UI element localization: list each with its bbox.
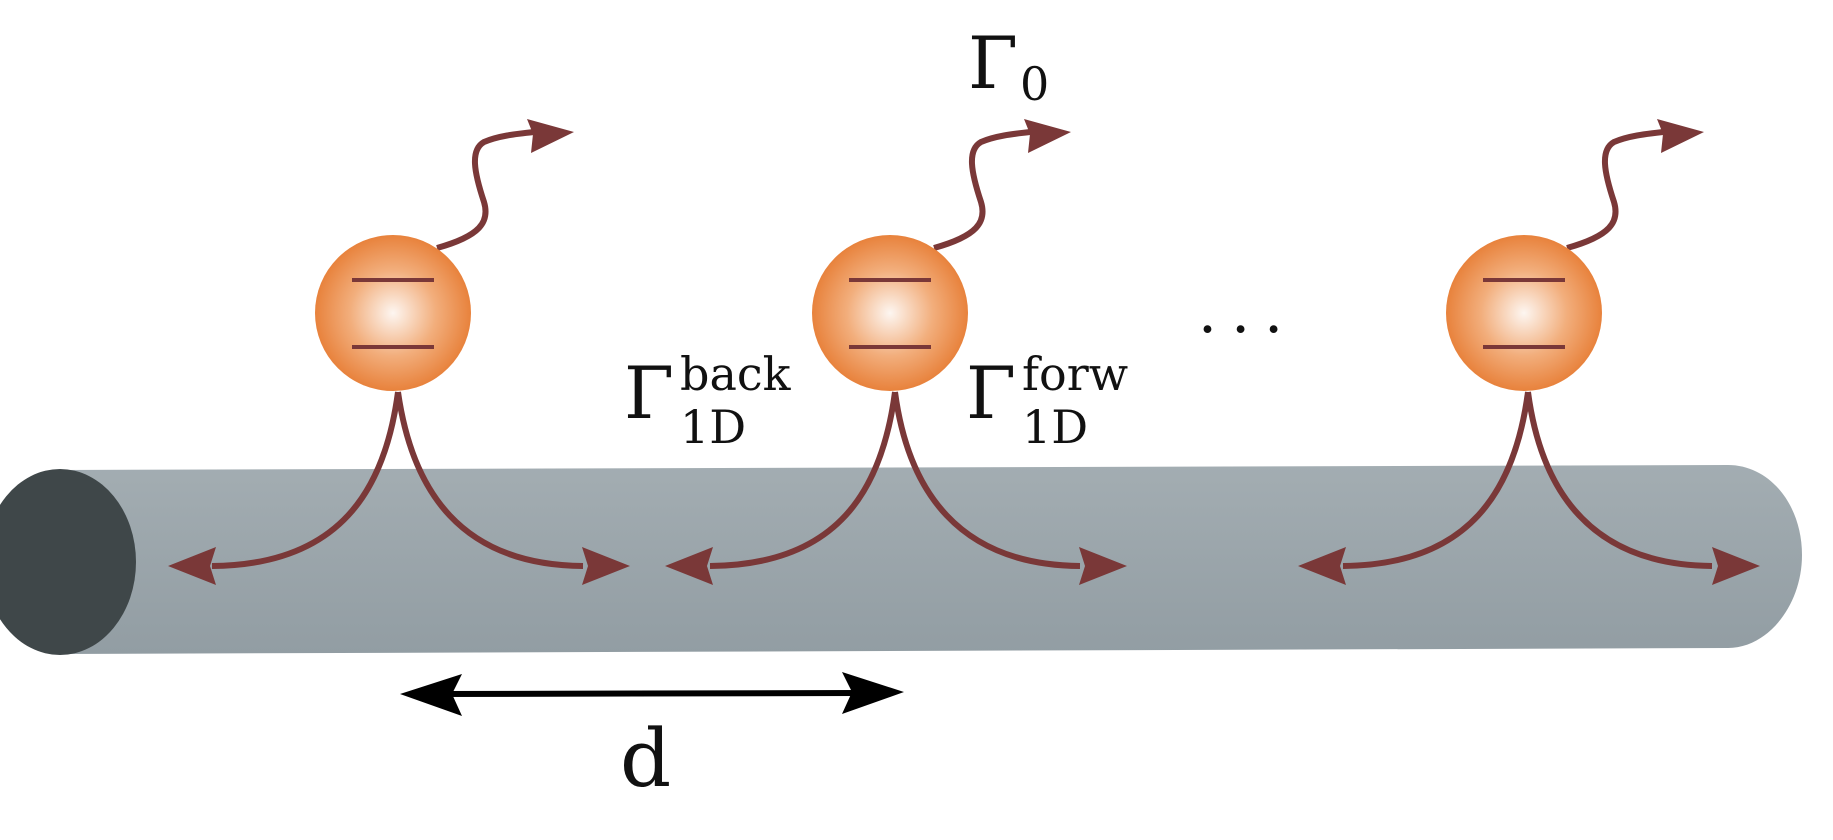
gamma-back-superscript: back <box>680 347 792 401</box>
label-gamma0: Γ 0 <box>968 21 1049 111</box>
label-gamma-forw: Γ forw 1D <box>966 347 1128 454</box>
waveguide <box>0 465 1802 655</box>
gamma-forw-superscript: forw <box>1022 347 1128 401</box>
emission-arrowhead-icon <box>1024 119 1071 153</box>
spacing-arrow <box>400 672 904 716</box>
emission-arrowhead-icon <box>1657 119 1704 153</box>
atom-2 <box>665 119 1127 585</box>
arrowhead-left-icon <box>168 547 216 585</box>
guided-decay-arrows <box>211 391 584 569</box>
free-space-emission-wave <box>933 129 1031 251</box>
waveguide-body <box>60 465 1802 654</box>
gamma-forw-subscript: 1D <box>1022 400 1088 454</box>
atom-sphere <box>812 235 968 391</box>
emission-arrowhead-icon <box>527 119 574 153</box>
label-gamma-back: Γ back 1D <box>624 347 792 454</box>
atom-1 <box>168 119 630 585</box>
guided-decay-arrows <box>1342 391 1713 569</box>
arrowhead-right-icon <box>1079 547 1127 585</box>
gamma-back-subscript: 1D <box>680 400 746 454</box>
gamma-forw-symbol: Γ <box>966 351 1016 435</box>
gamma0-symbol: Γ <box>968 21 1018 105</box>
arrowhead-left-icon <box>665 547 713 585</box>
arrowhead-left-icon <box>1298 547 1346 585</box>
atom-sphere <box>315 235 471 391</box>
guided-decay-arrows <box>709 391 1081 569</box>
free-space-emission-wave <box>1566 129 1664 251</box>
arrowhead-right-icon <box>582 547 630 585</box>
spacing-arrowhead-right-icon <box>842 672 904 714</box>
gamma-back-symbol: Γ <box>624 351 674 435</box>
ellipsis: ··· <box>1198 295 1297 365</box>
spacing-label: d <box>620 712 671 805</box>
gamma0-subscript: 0 <box>1020 57 1049 111</box>
spacing-arrowhead-left-icon <box>400 674 462 716</box>
atom-sphere <box>1446 235 1602 391</box>
waveguide-end-cap <box>0 469 136 655</box>
arrowhead-right-icon <box>1712 547 1760 585</box>
atom-3 <box>1298 119 1760 585</box>
free-space-emission-wave <box>436 129 535 251</box>
